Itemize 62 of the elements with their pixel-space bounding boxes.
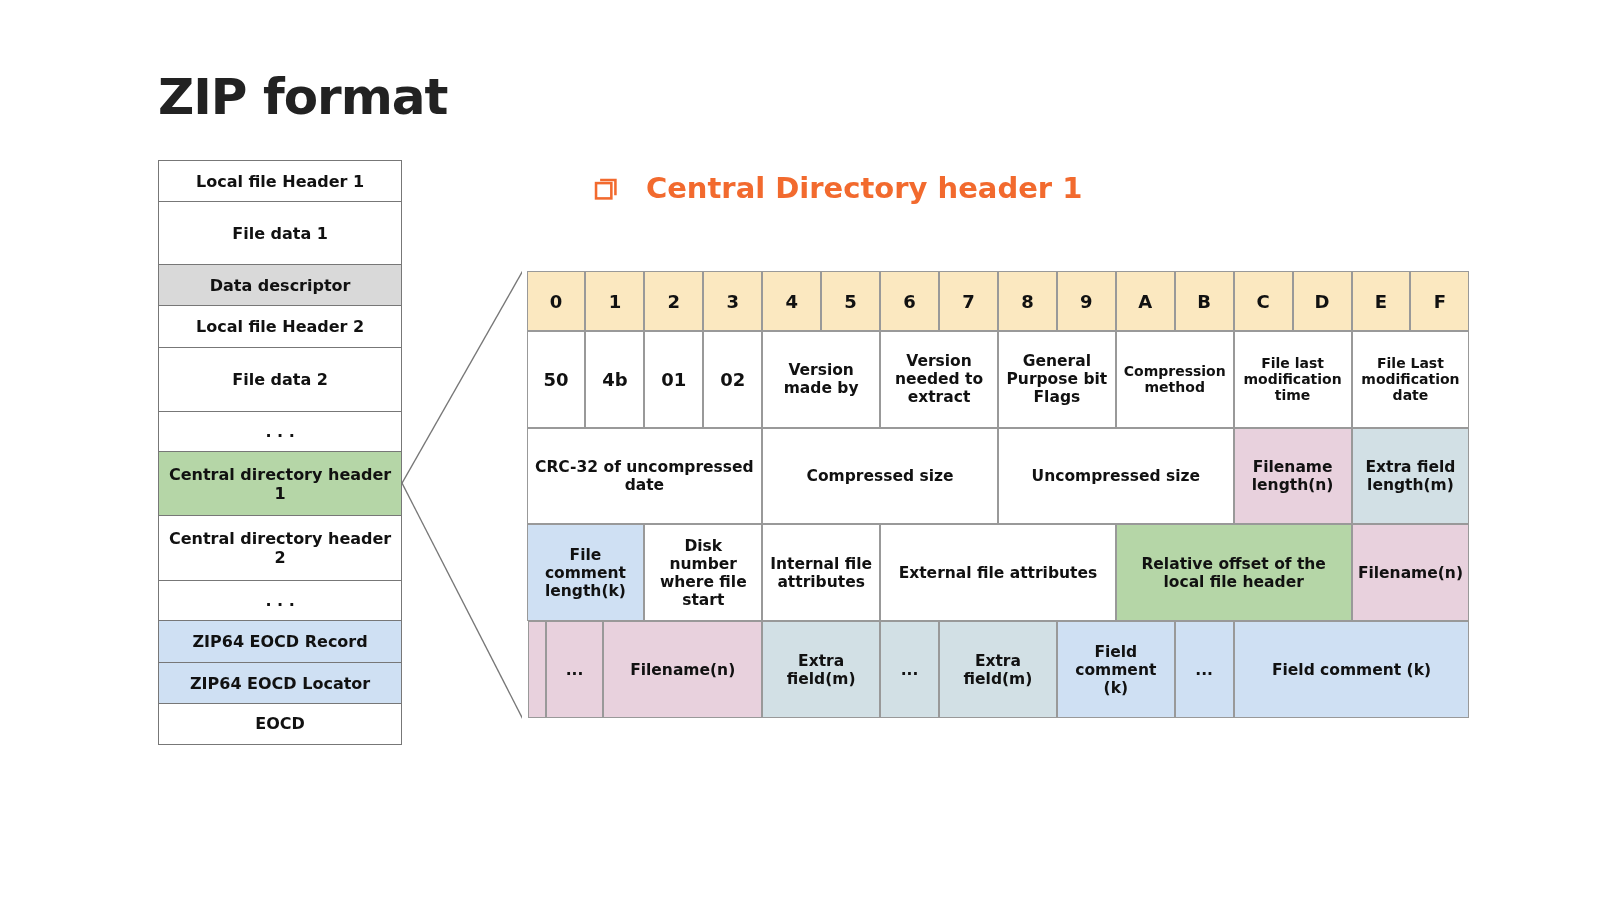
byte-offset: 2: [644, 271, 704, 331]
byte-offset: 9: [1056, 271, 1116, 331]
byte-offset: 4: [762, 271, 822, 331]
byte-offset: 1: [585, 271, 645, 331]
header-field: Disk number where file start: [644, 524, 763, 622]
header-field: Extra field length(m): [1351, 427, 1470, 525]
byte-offset: E: [1351, 271, 1411, 331]
header-field: External file attributes: [880, 524, 1116, 622]
header-field: Extra field(m): [762, 621, 881, 719]
page-title: ZIP format: [158, 68, 448, 126]
file-section: EOCD: [158, 703, 403, 745]
file-section: Data descriptor: [158, 264, 403, 307]
byte-offset: 6: [880, 271, 939, 331]
file-section: . . .: [158, 411, 403, 453]
header-field: Filename(n): [1351, 524, 1470, 622]
zoom-line: [401, 270, 524, 484]
byte-offset: A: [1115, 271, 1175, 331]
header-field: File last modification time: [1233, 330, 1352, 428]
byte-offset: 3: [703, 271, 763, 331]
header-field: Extra field(m): [939, 621, 1057, 719]
header-field: Field comment (k): [1233, 621, 1470, 719]
header-field: Relative offset of the local file header: [1115, 524, 1352, 622]
header-field: Compressed size: [762, 427, 998, 525]
header-field: ...: [545, 621, 604, 719]
file-section: Local file Header 2: [158, 305, 403, 348]
header-field: 50: [526, 330, 586, 428]
byte-offset: 7: [939, 271, 998, 331]
byte-offset: C: [1233, 271, 1293, 331]
byte-offset: D: [1292, 271, 1352, 331]
header-field: Filename length(n): [1233, 427, 1352, 525]
byte-offset: 5: [821, 271, 881, 331]
file-section: File data 2: [158, 346, 403, 413]
file-section: ZIP64 EOCD Locator: [158, 662, 403, 705]
file-section: Central directory header 1: [158, 451, 403, 517]
header-field: CRC-32 of uncompressed date: [526, 427, 763, 525]
file-section: Central directory header 2: [158, 515, 403, 581]
header-field: Filename(n): [603, 621, 763, 719]
file-section: Local file Header 1: [158, 160, 403, 203]
header-field: ...: [880, 621, 939, 719]
header-field: File Last modification date: [1351, 330, 1470, 428]
byte-offset: 0: [526, 271, 586, 331]
header-field: File comment length(k): [526, 524, 645, 622]
header-field: Version made by: [762, 330, 881, 428]
header-field: ...: [1174, 621, 1234, 719]
header-field: Field comment (k): [1056, 621, 1175, 719]
file-section: ZIP64 EOCD Record: [158, 620, 403, 664]
byte-offset: 8: [997, 271, 1057, 331]
header-field: 02: [703, 330, 763, 428]
byte-offset: B: [1174, 271, 1234, 331]
header-field: Uncompressed size: [997, 427, 1234, 525]
file-section: File data 1: [158, 201, 403, 266]
byte-offset: F: [1410, 271, 1470, 331]
file-section: . . .: [158, 579, 403, 622]
header-field: Version needed to extract: [880, 330, 998, 428]
header-field: 01: [644, 330, 704, 428]
section-heading: Central Directory header 1: [645, 171, 1083, 206]
header-field: 4b: [585, 330, 645, 428]
header-field: General Purpose bit Flags: [997, 330, 1116, 428]
header-field: Internal file attributes: [762, 524, 881, 622]
zoom-line: [401, 482, 524, 719]
header-field: Compression method: [1115, 330, 1234, 428]
filler-strip: [528, 621, 546, 719]
